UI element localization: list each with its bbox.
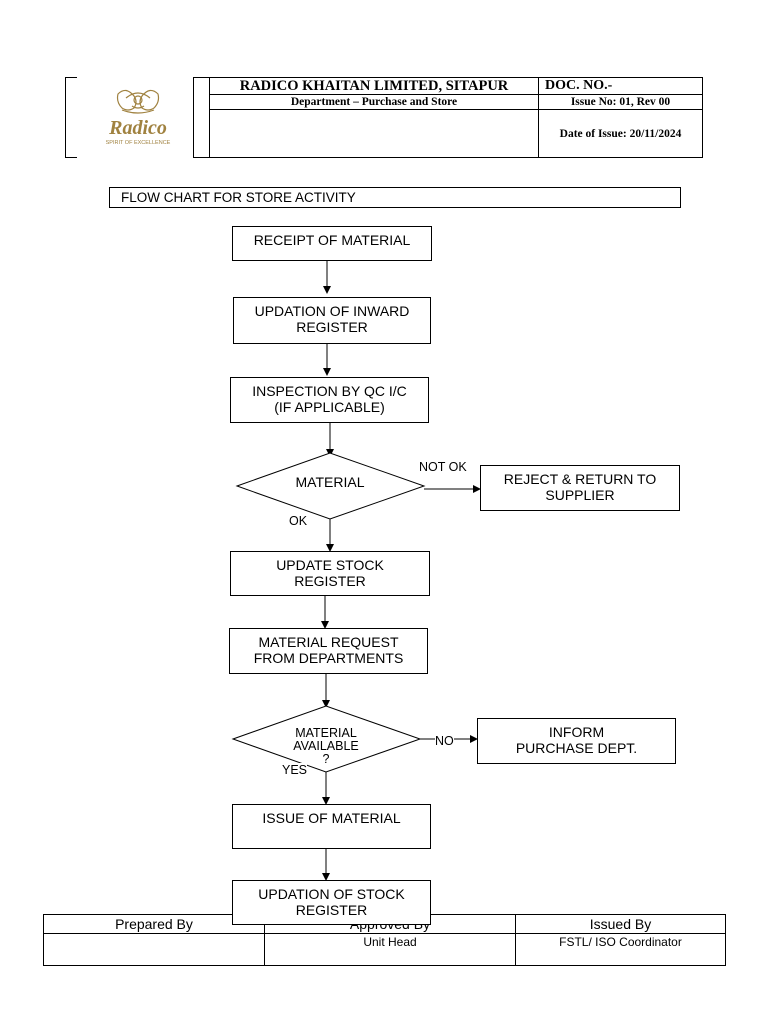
header-border — [193, 157, 703, 158]
step-receipt: RECEIPT OF MATERIAL — [232, 226, 432, 261]
header-border — [538, 77, 539, 158]
table-divider — [515, 915, 516, 965]
approver-role: Unit Head — [363, 935, 417, 949]
header-border — [209, 94, 703, 95]
company-name: RADICO KHAITAN LIMITED, SITAPUR — [239, 77, 509, 94]
date-of-issue: Date of Issue: 20/11/2024 — [559, 127, 682, 140]
table-divider — [264, 915, 265, 965]
step-inspection: INSPECTION BY QC I/C(IF APPLICABLE) — [230, 377, 429, 423]
doc-number: DOC. NO.- — [545, 78, 613, 93]
issued-by-header: Issued By — [589, 916, 652, 932]
issue-number: Issue No: 01, Rev 00 — [570, 96, 671, 108]
issuer-role: FSTL/ ISO Coordinator — [559, 935, 682, 949]
logo-brand: Radico — [108, 117, 167, 139]
table-divider — [44, 933, 725, 934]
header-border — [193, 77, 703, 78]
header-border — [65, 77, 66, 158]
prepared-by-header: Prepared By — [115, 916, 193, 932]
company-logo: Radico SPIRIT OF EXCELLENCE — [82, 80, 194, 156]
decision-available-label: MATERIAL AVAILABLE ? — [293, 726, 359, 766]
header-border — [193, 77, 194, 158]
decision-material-label: MATERIAL — [295, 474, 365, 490]
header-border — [209, 109, 703, 110]
header-border — [65, 157, 77, 158]
header-border — [209, 77, 210, 158]
not-ok-label: NOT OK — [419, 460, 467, 474]
step-issue-material: ISSUE OF MATERIAL — [232, 804, 431, 849]
no-label: NO — [435, 734, 454, 748]
header-border — [702, 77, 703, 158]
header-border — [65, 77, 77, 78]
yes-label: YES — [282, 763, 308, 777]
ok-label: OK — [289, 514, 308, 528]
decision-material-diamond — [235, 452, 426, 520]
department-name: Department – Purchase and Store — [290, 96, 458, 108]
page-title: FLOW CHART FOR STORE ACTIVITY — [109, 187, 681, 208]
logo-tagline: SPIRIT OF EXCELLENCE — [106, 140, 171, 146]
